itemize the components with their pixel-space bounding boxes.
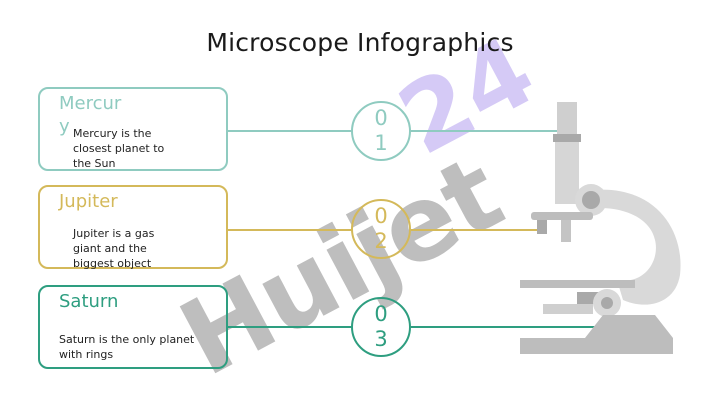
- microscope-base: [520, 315, 673, 354]
- info-card-saturn: Saturn Saturn is the only planet with ri…: [38, 285, 228, 369]
- number-badge-3: 0 3: [351, 297, 411, 357]
- card-description-mercury: Mercury is the closest planet to the Sun: [73, 127, 165, 170]
- number-badge-3-top: 0: [374, 302, 388, 326]
- info-card-mercury: Mercury Mercury is the closest planet to…: [38, 87, 228, 171]
- page-title: Microscope Infographics: [206, 28, 514, 57]
- number-badge-2-bottom: 2: [374, 229, 388, 253]
- connector-line-2-left: [228, 229, 352, 231]
- microscope-knob: [593, 289, 621, 317]
- connector-line-1-left: [228, 130, 352, 132]
- card-title-jupiter: Jupiter: [59, 191, 118, 212]
- number-badge-1: 0 1: [351, 101, 411, 161]
- number-badge-2: 0 2: [351, 199, 411, 259]
- number-badge-1-bottom: 1: [374, 131, 388, 155]
- connector-line-3-right: [411, 326, 611, 328]
- number-badge-1-top: 0: [374, 106, 388, 130]
- card-title-saturn: Saturn: [59, 291, 119, 312]
- info-card-jupiter: Jupiter Jupiter is a gas giant and the b…: [38, 185, 228, 270]
- microscope-arm: [575, 184, 681, 305]
- microscope-eyepiece: [553, 102, 581, 204]
- number-badge-3-bottom: 3: [374, 327, 388, 351]
- card-title-mercury: Mercury: [59, 93, 122, 137]
- card-description-saturn: Saturn is the only planet with rings: [59, 333, 195, 361]
- connector-line-1-right: [411, 130, 569, 132]
- microscope-objectives: [531, 212, 593, 242]
- microscope-illustration: [520, 102, 681, 354]
- connector-line-2-right: [411, 229, 547, 231]
- connector-line-3-left: [228, 326, 352, 328]
- number-badge-2-top: 0: [374, 204, 388, 228]
- card-description-jupiter: Jupiter is a gas giant and the biggest o…: [73, 227, 155, 270]
